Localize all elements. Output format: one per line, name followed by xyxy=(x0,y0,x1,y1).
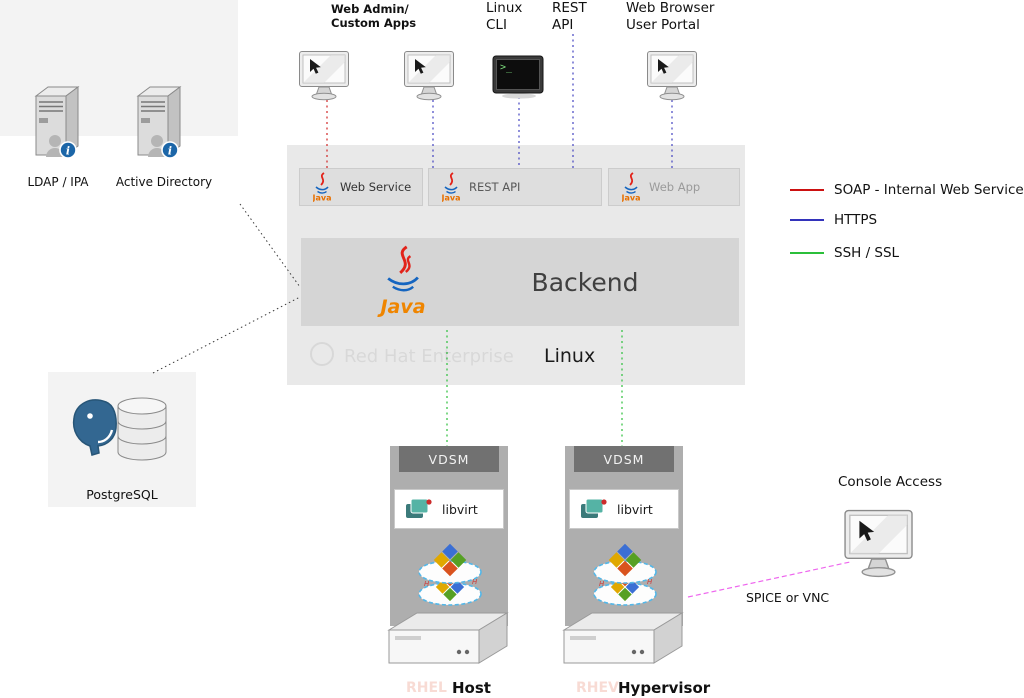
active-directory-label: Active Directory xyxy=(115,175,213,189)
line-database-backend xyxy=(152,296,301,374)
host2-faded-prefix: RHEV xyxy=(576,680,619,696)
host1-vdsm-bar: VDSM xyxy=(399,446,499,472)
host1-faded-prefix: RHEL xyxy=(406,680,447,696)
host1-libvirt-box: libvirt xyxy=(394,489,504,529)
os-label: Linux xyxy=(544,345,596,367)
web-admin-label-line2: Custom Apps xyxy=(331,15,417,30)
user-portal-monitor-icon xyxy=(646,50,706,102)
host2-server-icon xyxy=(560,608,686,670)
rest-api-box: REST API xyxy=(428,168,602,206)
ldap-server-icon xyxy=(28,84,86,166)
web-app-label: Web App xyxy=(649,180,701,194)
backend-box xyxy=(301,238,739,326)
linux-cli-label-line1: Linux xyxy=(486,0,523,16)
java-icon xyxy=(442,172,460,202)
host1-libvirt-label: libvirt xyxy=(442,501,478,517)
web-admin-label: Web Admin/ Custom Apps xyxy=(331,2,417,30)
java-wordmark: Java xyxy=(380,296,426,318)
host1-label: Host xyxy=(452,679,491,697)
web-service-label: Web Service xyxy=(340,180,412,194)
java-logo-icon xyxy=(380,245,426,297)
legend-item-soap: SOAP - Internal Web Service xyxy=(790,182,1024,198)
rest-api-box-label: REST API xyxy=(469,180,521,194)
postgresql-label: PostgreSQL xyxy=(86,487,158,502)
host2-label: Hypervisor xyxy=(618,679,711,697)
legend-item-https: HTTPS xyxy=(790,212,877,228)
legend-soap-label: SOAP - Internal Web Service xyxy=(834,182,1024,198)
user-portal-label-line2: User Portal xyxy=(626,17,700,33)
linux-cli-terminal-icon xyxy=(492,55,546,99)
active-directory-server-icon xyxy=(130,84,188,166)
web-admin-label-line1: Web Admin/ xyxy=(331,2,409,16)
spice-vnc-label: SPICE or VNC xyxy=(746,590,830,605)
java-icon xyxy=(313,172,331,202)
java-icon xyxy=(622,172,640,202)
legend-ssh-label: SSH / SSL xyxy=(834,245,900,261)
host2-vm-layers-icon xyxy=(587,535,663,609)
os-watermark: Red Hat Enterprise xyxy=(344,346,514,367)
ldap-label: LDAP / IPA xyxy=(27,175,89,189)
https-line-swatch xyxy=(790,219,824,221)
host1-vm-layers-icon xyxy=(412,535,488,609)
host2-vdsm-bar: VDSM xyxy=(574,446,674,472)
rest-api-label-line1: REST xyxy=(552,0,587,16)
web-admin-monitor-icon xyxy=(298,50,358,102)
libvirt-icon xyxy=(404,496,434,522)
libvirt-icon xyxy=(579,496,609,522)
postgresql-icon xyxy=(66,390,176,476)
rest-api-label: REST API xyxy=(552,0,587,34)
user-portal-label-line1: Web Browser xyxy=(626,0,715,16)
backend-title: Backend xyxy=(531,267,639,297)
soap-line-swatch xyxy=(790,189,824,191)
linux-cli-label-line2: CLI xyxy=(486,17,507,33)
legend-item-ssh: SSH / SSL xyxy=(790,245,899,261)
console-access-label: Console Access xyxy=(838,474,943,490)
web-service-box: Web Service xyxy=(299,168,423,206)
host1-server-icon xyxy=(385,608,511,670)
legend-https-label: HTTPS xyxy=(834,212,878,228)
user-portal-label: Web Browser User Portal xyxy=(626,0,714,34)
host2-libvirt-label: libvirt xyxy=(617,501,653,517)
rest-api-label-line2: API xyxy=(552,17,574,33)
host2-libvirt-box: libvirt xyxy=(569,489,679,529)
web-app-box: Web App xyxy=(608,168,740,206)
redhat-watermark-icon xyxy=(310,342,334,366)
linux-cli-label: Linux CLI xyxy=(486,0,522,34)
ssh-line-swatch xyxy=(790,252,824,254)
console-monitor-icon xyxy=(843,508,925,580)
custom-apps-monitor-icon xyxy=(403,50,463,102)
